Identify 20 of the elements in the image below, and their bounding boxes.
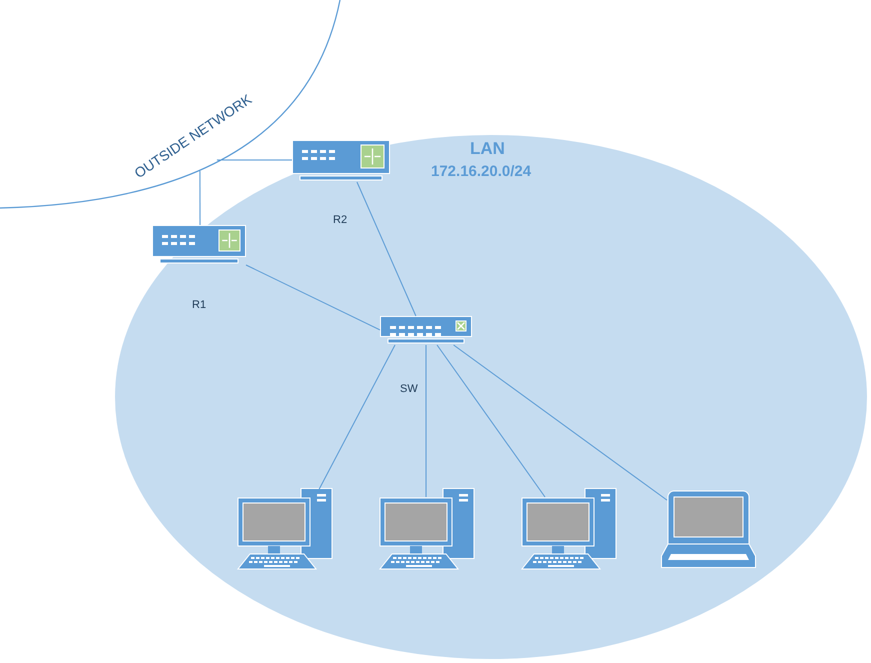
desktop-computer-icon (237, 488, 333, 570)
device-label: R2 (333, 214, 348, 226)
network-cable (216, 160, 292, 161)
desktop-computer-icon (379, 488, 475, 570)
router-icon (152, 225, 246, 265)
device-label: R1 (192, 299, 206, 311)
device-label: SW (400, 383, 418, 395)
laptop-icon (661, 490, 756, 568)
subnet-label: 172.16.20.0/24 (431, 163, 532, 180)
network-cable (356, 182, 416, 316)
network-cable (426, 344, 427, 498)
network-cable (246, 264, 380, 330)
network-boundary (0, 0, 340, 210)
switch-icon (380, 316, 472, 345)
network-label: LAN (470, 139, 505, 159)
router-icon (292, 140, 390, 182)
desktop-computer-icon (521, 488, 617, 570)
network-cable (199, 170, 201, 226)
network-cable (436, 344, 546, 498)
network-cable (453, 344, 668, 501)
